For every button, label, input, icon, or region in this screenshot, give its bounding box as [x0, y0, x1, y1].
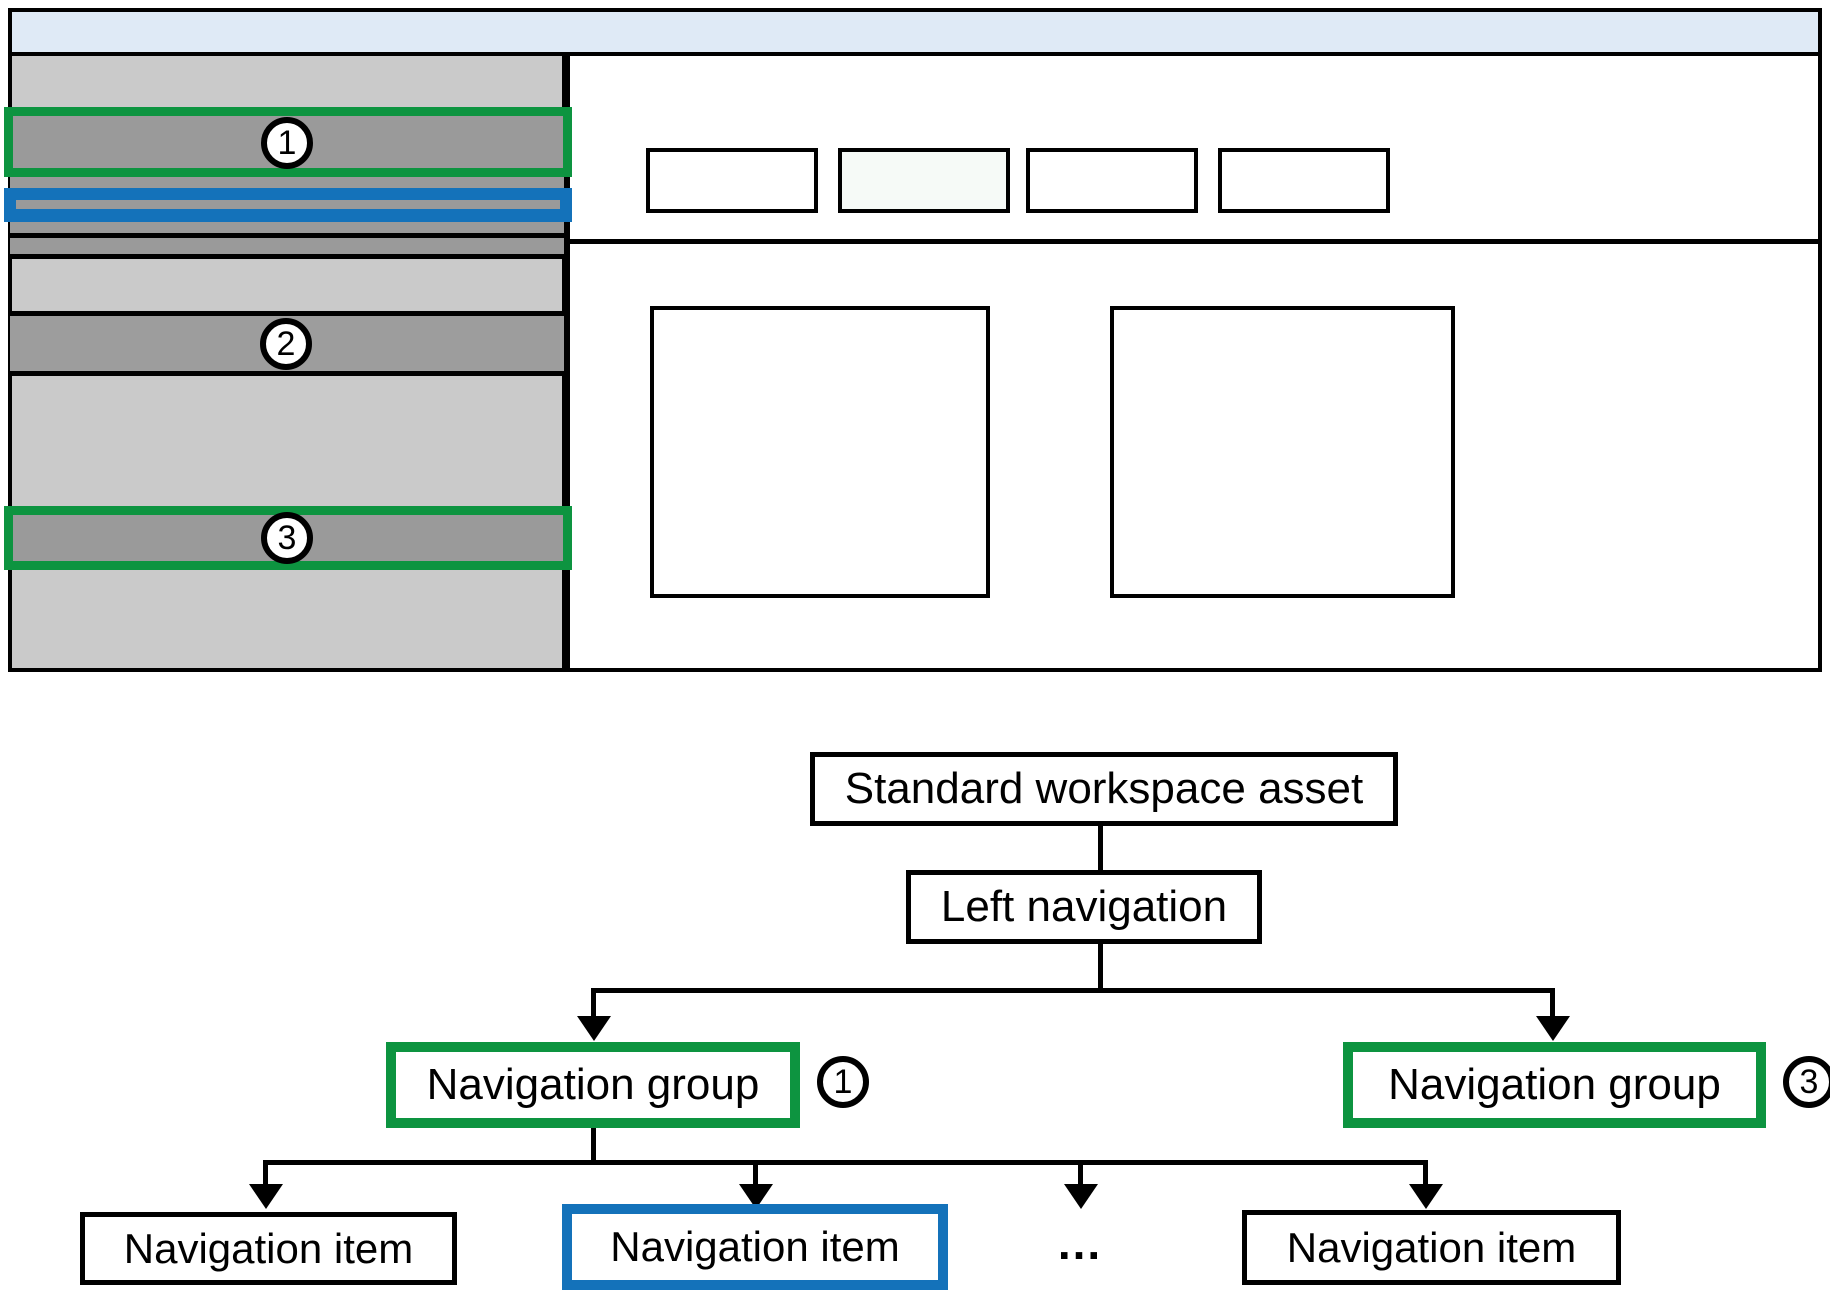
workspace-header-bar	[8, 8, 1822, 56]
tree-root-label: Standard workspace asset	[844, 764, 1364, 813]
tree-navigation-item-node-3: Navigation item	[1242, 1210, 1621, 1285]
tree-left-navigation-node: Left navigation	[906, 870, 1262, 944]
arrow-down-icon	[577, 1016, 611, 1041]
connector-line	[1098, 944, 1103, 990]
tree-navigation-group-node-1: Navigation group	[386, 1042, 800, 1128]
card-placeholder-1	[650, 306, 990, 598]
tree-badge-1: 1	[817, 1056, 869, 1108]
connector-line	[593, 988, 1554, 993]
annotation-badge-1: 1	[261, 117, 313, 169]
connector-line	[263, 1160, 268, 1186]
tab-placeholder-3	[1026, 148, 1198, 213]
connector-line	[753, 1160, 758, 1186]
arrow-down-icon	[1064, 1184, 1098, 1209]
tree-navigation-item-selected-label: Navigation item	[610, 1223, 900, 1270]
arrow-down-icon	[1536, 1016, 1570, 1041]
tree-navigation-item-selected-node: Navigation item	[562, 1204, 948, 1290]
connector-line	[1550, 988, 1555, 1018]
arrow-down-icon	[1409, 1184, 1443, 1209]
connector-line	[591, 988, 596, 1018]
annotation-badge-3-number: 3	[277, 519, 297, 557]
tree-ellipsis-text: ...	[1057, 1216, 1103, 1269]
tree-navigation-item-1-label: Navigation item	[123, 1224, 414, 1272]
tree-navigation-group-3-label: Navigation group	[1388, 1060, 1721, 1109]
tab-placeholder-2-selected	[838, 148, 1010, 213]
arrow-down-icon	[249, 1184, 283, 1209]
annotation-badge-3: 3	[261, 512, 313, 564]
tree-badge-3-number: 3	[1799, 1063, 1819, 1101]
tree-root-node: Standard workspace asset	[810, 752, 1398, 826]
connector-line	[591, 1128, 596, 1165]
tree-badge-1-number: 1	[833, 1063, 853, 1101]
annotation-badge-1-number: 1	[277, 124, 297, 162]
tree-navigation-group-node-3: Navigation group	[1343, 1042, 1766, 1128]
tab-placeholder-4	[1218, 148, 1390, 213]
selected-navigation-item-bar	[16, 200, 560, 209]
tree-left-navigation-label: Left navigation	[940, 882, 1228, 931]
connector-line	[1078, 1160, 1083, 1186]
connector-line	[1098, 826, 1103, 870]
annotation-badge-2-number: 2	[276, 325, 296, 363]
connector-line	[1423, 1160, 1428, 1186]
content-divider	[566, 239, 1822, 244]
sidebar-divider	[10, 254, 564, 259]
connector-line	[263, 1160, 1427, 1165]
navigation-item-bar	[10, 238, 564, 254]
tab-placeholder-1	[646, 148, 818, 213]
tree-navigation-item-node-1: Navigation item	[80, 1212, 457, 1285]
annotation-badge-2: 2	[260, 318, 312, 370]
tree-navigation-item-3-label: Navigation item	[1286, 1223, 1577, 1271]
tree-badge-3: 3	[1783, 1056, 1830, 1108]
card-placeholder-2	[1110, 306, 1455, 598]
tree-ellipsis: ...	[1030, 1215, 1130, 1270]
sidebar-divider	[10, 233, 564, 238]
tree-navigation-group-1-label: Navigation group	[426, 1060, 760, 1109]
